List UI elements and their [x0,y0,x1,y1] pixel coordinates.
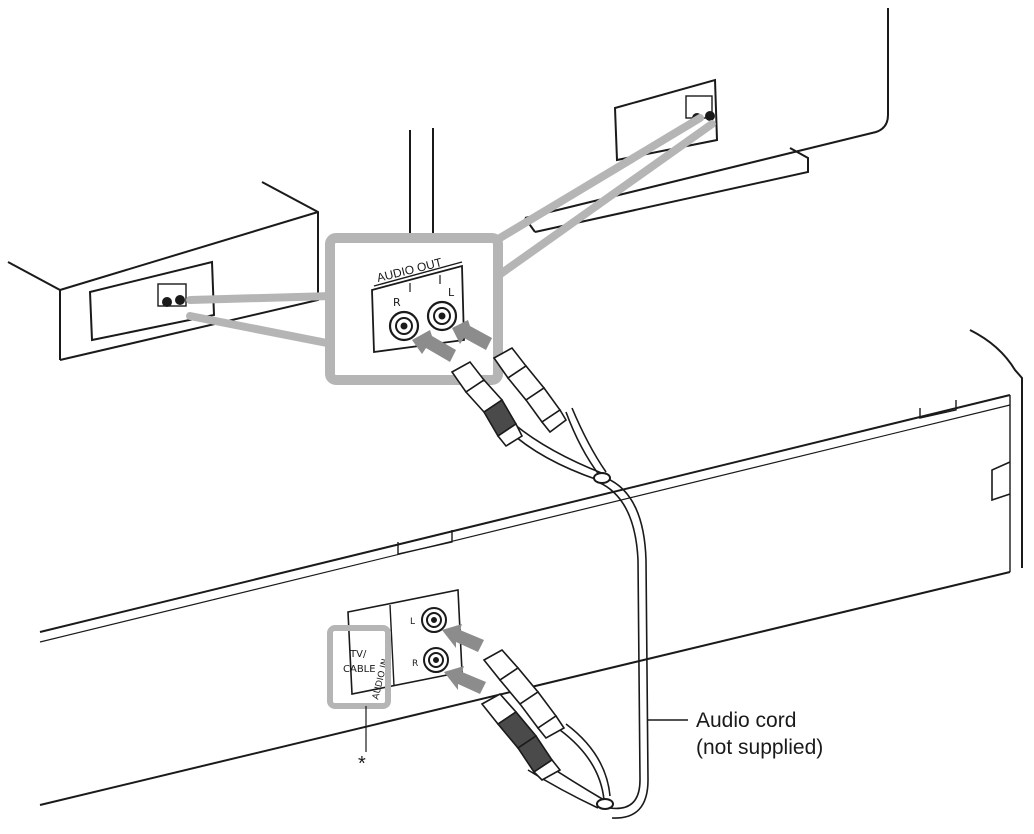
callout-r-label: R [393,296,401,309]
sound-bar-rear-panel: AUDIO IN L R [347,589,463,701]
bar-jack-r [423,647,449,673]
tv-cable-highlight: TV/ CABLE * [327,625,391,775]
arrow-to-callout-r [412,330,456,362]
arrow-to-bar-l [442,624,484,652]
cord-label-line1: Audio cord [696,709,796,732]
asterisk-marker: * [358,753,366,775]
bar-jack-l [421,607,447,633]
bar-l-label: L [410,617,415,627]
tv-cable-line2: CABLE [343,664,376,675]
callout-jack-r [388,310,420,342]
tv-jack-l [705,111,715,121]
lower-plug-white [482,648,566,740]
callout-connectors [186,114,716,348]
arrow-to-callout-l [452,320,492,350]
cable-box [7,181,319,361]
callout-l-label: L [448,286,455,299]
bar-arrows [442,624,486,694]
audio-out-callout: AUDIO OUT R L [325,233,503,385]
upper-plug-red [450,360,524,448]
callout-jack-l [426,300,458,332]
cord-label-line2: (not supplied) [696,736,823,759]
lower-plug-red [480,692,562,781]
box-jack-panel [88,260,216,342]
arrow-to-bar-r [444,666,486,694]
cord-callout: Audio cord (not supplied) [648,709,823,759]
box-jack [162,297,172,307]
tv-cable-line1: TV/ [349,649,367,660]
upper-plug-white [492,346,568,434]
callout-arrows [412,320,492,362]
tv-unit [409,8,889,240]
bar-r-label: R [412,659,418,669]
tv-jack-panel [613,78,719,162]
